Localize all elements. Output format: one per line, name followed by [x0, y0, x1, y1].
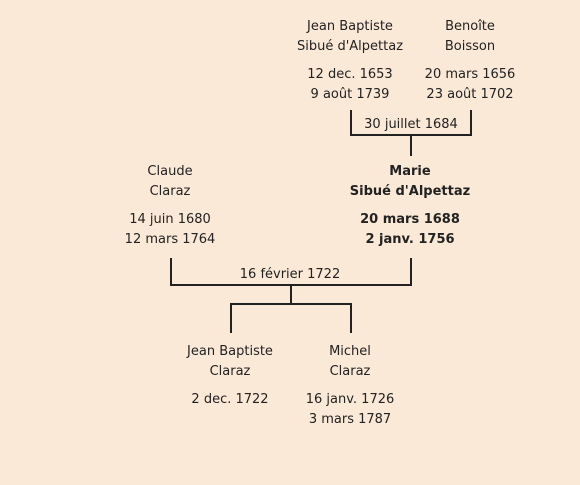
first-name: Benoîte [445, 19, 495, 34]
connector-line [170, 258, 172, 286]
death-date: 3 mars 1787 [308, 412, 392, 427]
first-name: Marie [389, 164, 431, 179]
birth-date: 2 dec. 1722 [191, 392, 269, 407]
birth-date: 20 mars 1688 [360, 212, 460, 227]
marriage-date: 16 février 1722 [239, 267, 341, 282]
death-date: 2 janv. 1756 [365, 232, 455, 247]
connector-line [410, 258, 412, 286]
person-marie-sibue: Marie Sibué d'Alpettaz 20 mars 1688 2 ja… [335, 162, 485, 250]
death-date: 9 août 1739 [310, 87, 390, 102]
marriage-date: 30 juillet 1684 [364, 117, 458, 132]
connector-line [290, 284, 292, 304]
person-claude-claraz: Claude Claraz 14 juin 1680 12 mars 1764 [100, 162, 240, 250]
person-jean-baptiste-sibue: Jean Baptiste Sibué d'Alpettaz 12 dec. 1… [280, 17, 420, 105]
first-name: Jean Baptiste [187, 344, 273, 359]
last-name: Boisson [444, 39, 496, 54]
first-name: Jean Baptiste [307, 19, 393, 34]
death-date: 23 août 1702 [426, 87, 514, 102]
connector-line [470, 110, 472, 136]
birth-date: 20 mars 1656 [424, 67, 516, 82]
last-name: Claraz [209, 364, 251, 379]
person-jean-baptiste-claraz: Jean Baptiste Claraz 2 dec. 1722 [160, 342, 300, 410]
person-michel-claraz: Michel Claraz 16 janv. 1726 3 mars 1787 [280, 342, 420, 430]
death-date: 12 mars 1764 [124, 232, 216, 247]
person-benoite-boisson: Benoîte Boisson 20 mars 1656 23 août 170… [410, 17, 530, 105]
birth-date: 12 dec. 1653 [307, 67, 393, 82]
connector-line [350, 110, 352, 136]
last-name: Claraz [329, 364, 371, 379]
connector-line [350, 303, 352, 333]
connector-line [410, 134, 412, 156]
last-name: Sibué d'Alpettaz [296, 39, 404, 54]
birth-date: 14 juin 1680 [129, 212, 211, 227]
first-name: Michel [329, 344, 371, 359]
last-name: Claraz [149, 184, 191, 199]
connector-line [230, 303, 232, 333]
connector-line [230, 303, 352, 305]
last-name: Sibué d'Alpettaz [349, 184, 471, 199]
first-name: Claude [147, 164, 193, 179]
birth-date: 16 janv. 1726 [305, 392, 395, 407]
